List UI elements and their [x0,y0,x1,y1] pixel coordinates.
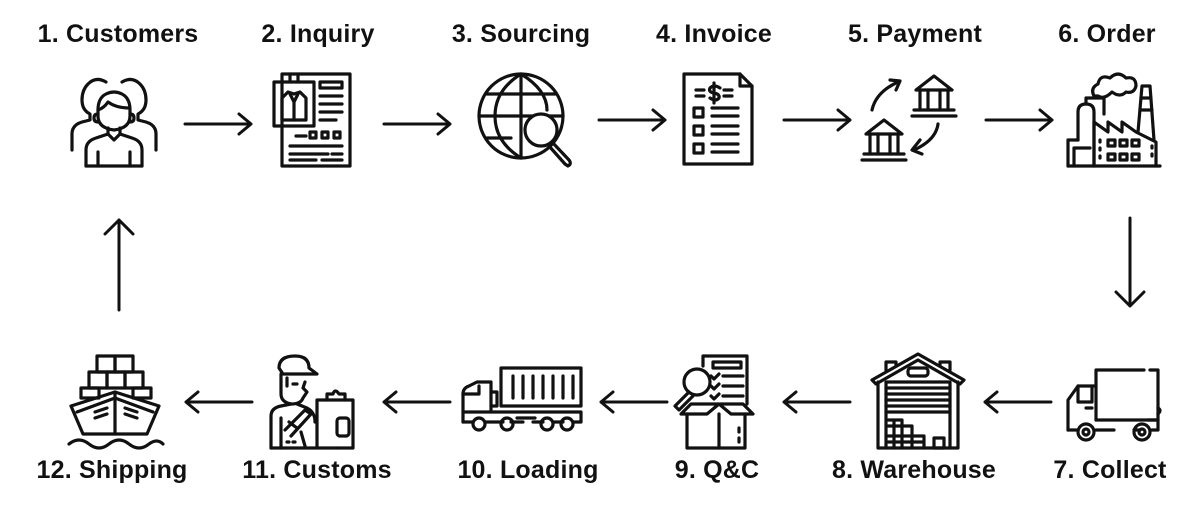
flow-arrow-5-to-6 [984,108,1054,137]
cargo-ship-icon [67,352,167,452]
bank-transfer-icon [858,70,958,170]
step-label-shipping: 12. Shipping [36,456,188,484]
flow-arrow-2-to-3 [382,112,452,141]
flow-arrow-8-to-9 [782,390,852,419]
step-label-payment: 5. Payment [847,20,983,48]
flow-arrow-12-to-1 [103,216,135,317]
flow-arrow-11-to-12 [184,390,254,419]
container-truck-icon [461,352,583,452]
warehouse-icon [868,352,968,452]
flow-arrow-10-to-11 [382,390,452,419]
step-label-invoice: 4. Invoice [656,20,772,48]
customs-officer-icon [267,352,367,452]
step-label-sourcing: 3. Sourcing [451,20,591,48]
customers-group-icon [64,70,164,170]
inquiry-document-icon [268,70,368,170]
flow-arrow-6-to-7 [1114,216,1146,315]
step-label-inquiry: 2. Inquiry [261,20,375,48]
delivery-truck-icon [1064,352,1164,452]
invoice-document-icon [668,70,768,170]
flow-arrow-1-to-2 [183,112,253,141]
flow-arrow-7-to-8 [983,390,1053,419]
flow-arrow-9-to-10 [599,390,669,419]
flow-arrow-4-to-5 [782,108,852,137]
step-label-warehouse: 8. Warehouse [831,456,997,484]
quality-check-box-icon [667,352,767,452]
step-label-qc: 9. Q&C [674,456,760,484]
step-label-customs: 11. Customs [242,456,392,484]
step-label-order: 6. Order [1058,20,1156,48]
step-label-customers: 1. Customers [37,20,199,48]
factory-icon [1064,70,1164,170]
flow-arrow-3-to-4 [597,108,667,137]
globe-search-icon [477,70,577,170]
step-label-collect: 7. Collect [1053,456,1167,484]
step-label-loading: 10. Loading [457,456,599,484]
